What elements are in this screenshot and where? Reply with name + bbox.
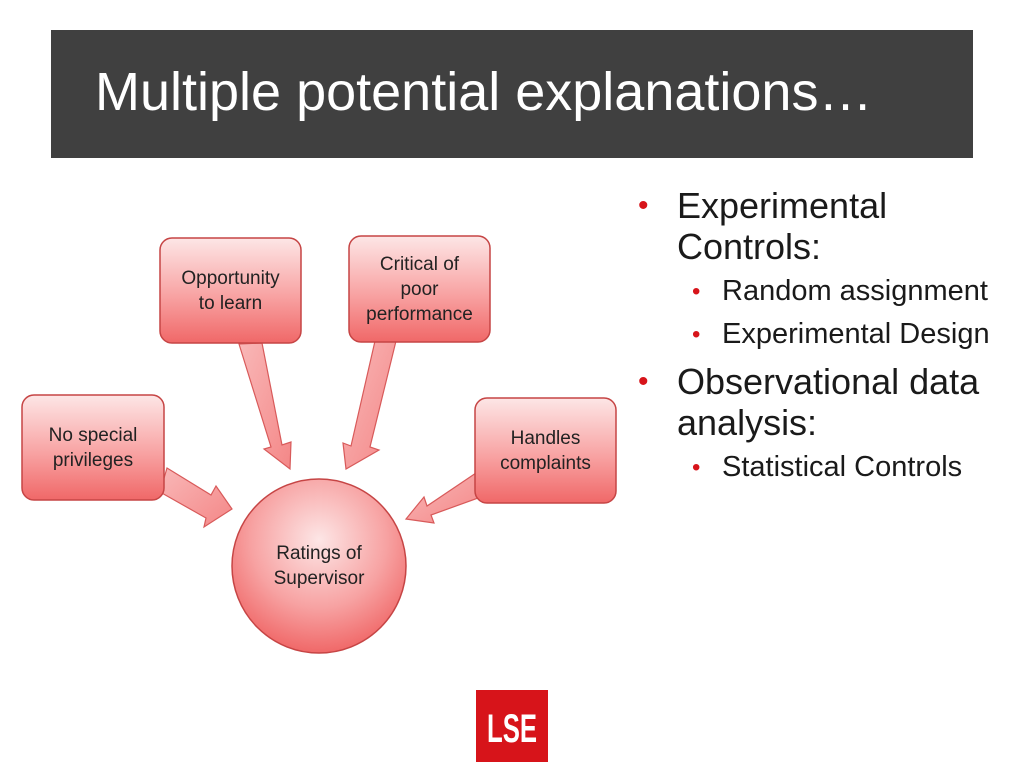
lse-logo-text: LSE <box>487 707 537 751</box>
arrow-privileges-to-center <box>159 467 233 529</box>
center-circle <box>231 478 407 654</box>
bullet-dot-icon: • <box>692 321 701 348</box>
bullet-dot-icon: • <box>692 454 701 481</box>
factor-label-complaints: Handles complaints <box>500 427 591 474</box>
bullet-dot-icon: • <box>638 365 649 398</box>
box-learn <box>159 237 302 344</box>
sub-bullet-text: Statistical Controls <box>722 451 963 483</box>
slide-title: Multiple potential explanations… <box>95 62 873 122</box>
factor-label-critical: Critical of poor performance <box>366 253 473 325</box>
bullet-observational-analysis: • Observational data analysis: <box>630 361 1010 443</box>
sub-bullet-experimental-design: • Experimental Design <box>630 318 1010 351</box>
arrow-critical-to-center <box>342 340 397 470</box>
sub-bullet-random-assignment: • Random assignment <box>630 275 1010 308</box>
center-label: Ratings of Supervisor <box>273 543 365 589</box>
factor-label-learn: Opportunity to learn <box>181 267 280 314</box>
sub-bullet-text: Experimental Design <box>722 318 990 350</box>
bullet-dot-icon: • <box>692 278 701 305</box>
box-critical <box>348 235 491 343</box>
arrow-learn-to-center <box>238 342 292 471</box>
bullet-text: Observational data analysis: <box>677 361 980 443</box>
sub-bullet-text: Random assignment <box>722 275 988 307</box>
lse-logo: LSE <box>476 690 548 762</box>
box-complaints <box>474 397 617 504</box>
lse-logo-mark: LSE <box>487 707 537 751</box>
sub-bullet-statistical-controls: • Statistical Controls <box>630 451 1010 484</box>
bullet-text: Experimental Controls: <box>677 185 888 267</box>
title-bar: Multiple potential explanations… <box>51 30 973 158</box>
bullet-dot-icon: • <box>638 189 649 222</box>
arrow-complaints-to-center <box>404 472 482 524</box>
bullet-experimental-controls: • Experimental Controls: <box>630 185 1010 267</box>
box-privileges <box>21 394 165 501</box>
factor-label-privileges: No special privileges <box>48 424 138 471</box>
bullet-list: • Experimental Controls: • Random assign… <box>630 185 1010 494</box>
